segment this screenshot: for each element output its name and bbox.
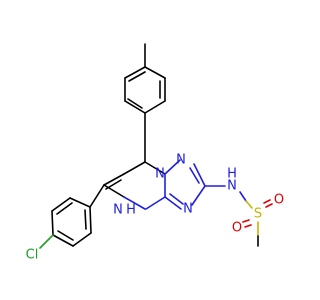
chlorophenyl-double-bond-2 (57, 230, 74, 241)
s-o-top-bond-2 (265, 203, 273, 208)
chlorophenyl-ring-bond-1 (69, 197, 91, 208)
oxygen-label-bottom: O (232, 221, 242, 236)
tolyl-ring-bond-3 (144, 100, 166, 114)
chlorophenyl-ring-bond-5 (72, 232, 92, 247)
chlorophenyl-ring-bond-6 (89, 206, 92, 234)
nitrogen-label-ring-h: N (113, 203, 123, 218)
c2-n1-bond (193, 163, 206, 187)
sulfur-label: S (254, 207, 262, 222)
n3-c2-bond (191, 185, 206, 206)
tolyl-ring-bond-4 (124, 100, 146, 114)
c-cl-bond (39, 234, 54, 249)
molecule-structure: N N N N H N H S O O Cl (26, 43, 284, 263)
sulfonamide-group (204, 185, 273, 247)
c2-n1-double-bond (189, 167, 200, 184)
n8-n1-bond (164, 159, 181, 175)
tolyl-double-bond-1 (128, 71, 146, 82)
tolyl-ring-bond-6 (124, 66, 146, 79)
hydrogen-label-ring: H (126, 203, 136, 218)
chlorophenyl-group (39, 184, 105, 249)
n4-c3a-link (145, 196, 166, 210)
tolyl-double-bond-3 (127, 98, 143, 109)
n4-c3a-bond (123, 196, 146, 210)
nh-s-bond-n-part (239, 191, 247, 202)
chlorophenyl-ring-bond-4 (52, 234, 74, 247)
nitrogen-label-bottom: N (183, 202, 193, 217)
c3a-n3-bond (164, 196, 182, 210)
tolyl-ring-bond-1 (144, 66, 166, 79)
chlorophenyl-double-bond-3 (84, 209, 87, 230)
oxygen-label-top: O (274, 193, 284, 208)
chlorophenyl-ring-bond-2 (51, 197, 71, 212)
s-o-top-bond-1 (263, 199, 271, 204)
c7-n8-bond (144, 161, 166, 175)
c6-c5-bond (103, 173, 125, 186)
chlorophenyl-ring-bond-3 (51, 210, 54, 236)
core-ring-system (103, 112, 206, 210)
tolyl-group (124, 43, 166, 114)
c5-phenyl-bond (89, 184, 105, 208)
c5-n4-bond (103, 184, 125, 198)
nh-s-bond-s-part (245, 200, 253, 209)
chlorine-label: Cl (26, 248, 39, 263)
nitrogen-label-sulfonamide: N (227, 179, 237, 194)
hydrogen-label-sulfonamide: H (227, 167, 237, 182)
c3a-n3-double-bond (169, 193, 184, 205)
nitrogen-label-top: N (176, 153, 186, 168)
nitrogen-label-left: N (155, 167, 165, 182)
s-o-bottom-bond-2 (244, 224, 252, 228)
chlorophenyl-double-bond-1 (56, 202, 73, 215)
molecule-canvas: N N N N H N H S O O Cl (26, 43, 284, 263)
c7-c6-bond (123, 161, 146, 175)
s-o-bottom-bond-1 (242, 219, 250, 223)
